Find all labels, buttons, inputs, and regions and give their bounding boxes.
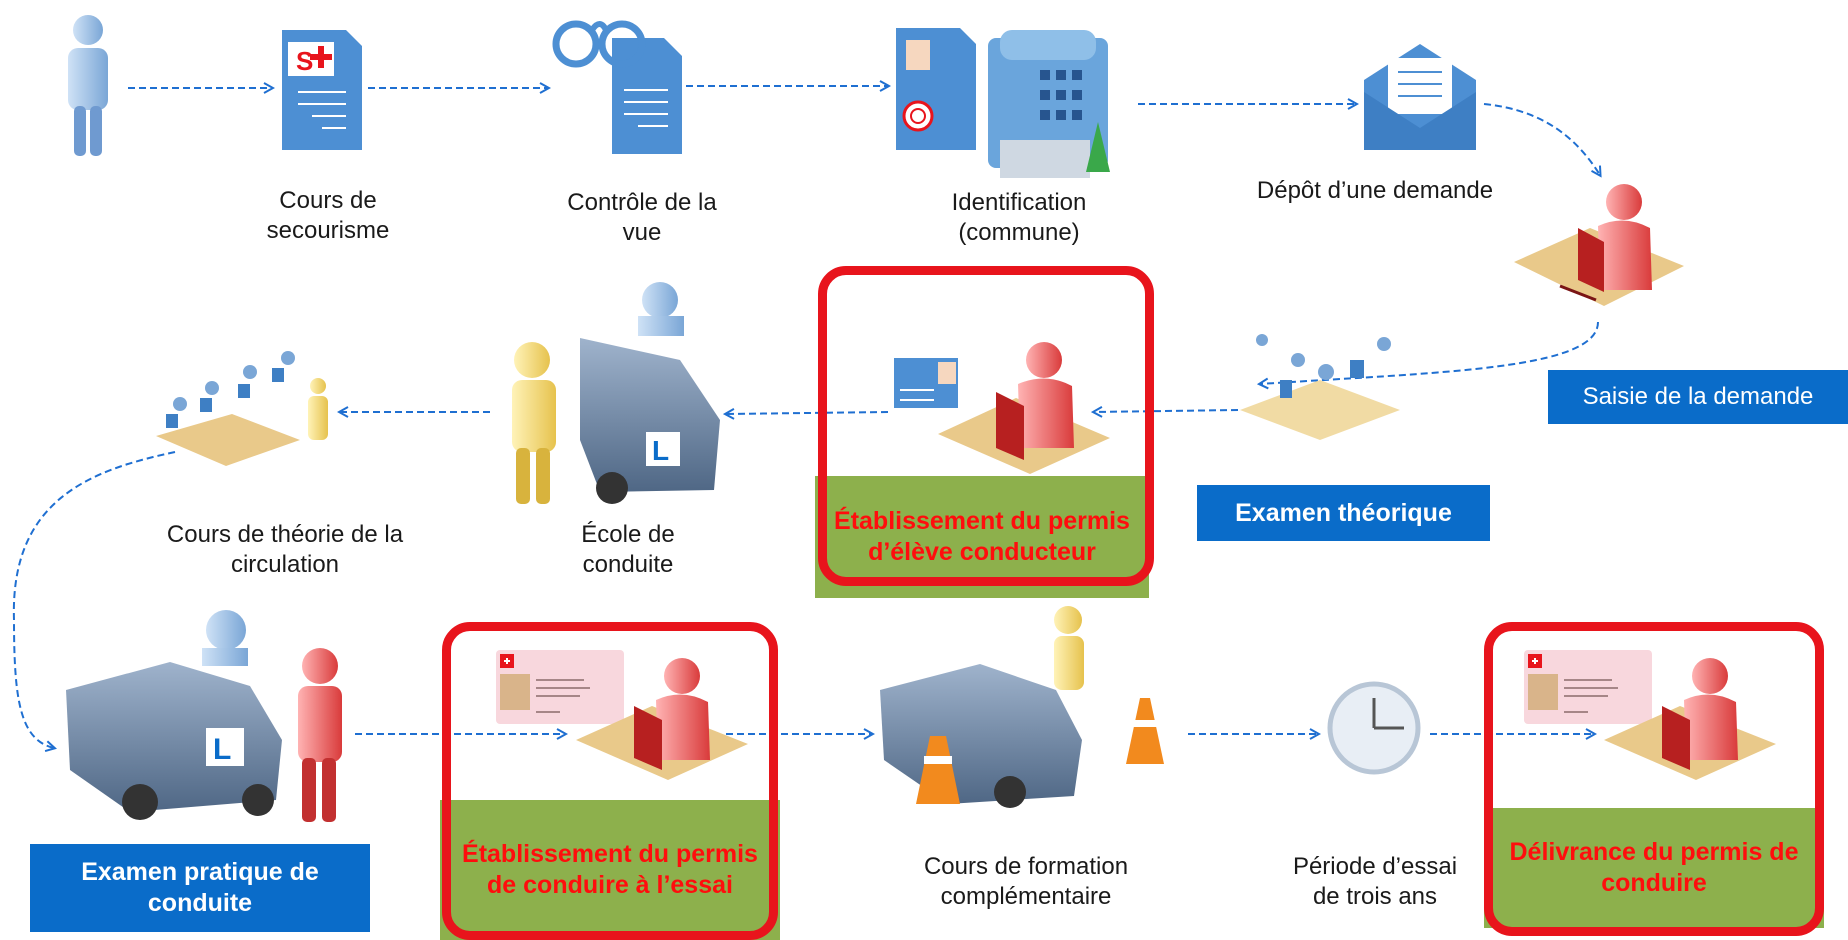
- clerk-at-computer-icon: [1514, 184, 1684, 306]
- arrow-learner-to-school: [726, 412, 889, 414]
- label-probation-period-line1: Période d’essai: [1292, 853, 1458, 880]
- first-aid-document-icon: S: [282, 30, 362, 150]
- label-driving-school-line2: conduite: [582, 551, 674, 578]
- clock-icon: [1327, 681, 1421, 775]
- highlight-probation-permit: [442, 622, 778, 940]
- label-traffic-theory: Cours de théorie de la circulation: [140, 520, 430, 580]
- envelope-icon: [1364, 44, 1476, 150]
- glasses-document-icon: [552, 20, 682, 154]
- box-practical-exam: Examen pratique de conduite: [30, 844, 370, 932]
- box-probation-permit-issue: Établissement du permis de conduire à l’…: [440, 800, 780, 940]
- svg-text:L: L: [213, 733, 231, 766]
- label-traffic-theory-line1: Cours de théorie de la: [166, 521, 404, 548]
- label-identification-line2: (commune): [958, 219, 1080, 246]
- box-license-delivery: Délivrance du permis de conduire: [1484, 808, 1824, 928]
- label-first-aid: Cours de secourisme: [266, 187, 390, 244]
- label-driving-school-line1: École de: [581, 521, 675, 548]
- label-probation-period-line2: de trois ans: [1312, 883, 1438, 910]
- learner-car-icon: L: [66, 610, 342, 822]
- highlight-learner-permit: [818, 266, 1154, 586]
- driving-license-card-icon: [1524, 650, 1652, 724]
- driving-license-card-icon: [496, 650, 624, 724]
- svg-text:L: L: [652, 435, 669, 466]
- label-further-training-line2: complémentaire: [940, 883, 1112, 910]
- learner-car-icon: [880, 606, 1084, 808]
- exam-candidates-icon: [156, 351, 328, 466]
- label-further-training: Cours de formation complémentaire: [876, 852, 1176, 912]
- clerk-at-computer-icon: [1604, 658, 1776, 780]
- label-traffic-theory-line2: circulation: [230, 551, 340, 578]
- box-theory-exam: Examen théorique: [1197, 485, 1490, 541]
- highlight-license-delivery: [1484, 622, 1824, 936]
- box-application-entry: Saisie de la demande: [1548, 370, 1848, 424]
- label-further-training-line1: Cours de formation: [923, 853, 1129, 880]
- arrow-theoryexam-to-learner: [1094, 410, 1239, 412]
- label-identification-line1: Identification: [951, 189, 1087, 216]
- label-identification: Identification (commune): [924, 188, 1114, 248]
- label-application-filing: Dépôt d’une demande: [1256, 177, 1494, 204]
- arrow-envelope-to-entry: [1483, 103, 1600, 175]
- commune-building-icon: [896, 28, 1110, 178]
- label-probation-period: Période d’essai de trois ans: [1270, 852, 1480, 912]
- clerk-at-computer-icon: [894, 342, 1110, 474]
- svg-text:S: S: [296, 46, 313, 76]
- label-eye-test: Contrôle de la vue: [567, 189, 717, 246]
- clerk-at-computer-icon: [576, 658, 748, 780]
- exam-candidates-icon: [1240, 334, 1400, 440]
- traffic-cone-icon: [916, 698, 1164, 804]
- label-driving-school: École de conduite: [548, 520, 708, 580]
- learner-car-icon: L: [512, 282, 720, 504]
- arrow-theory-to-practical: [12, 451, 176, 748]
- person-icon: [68, 15, 108, 156]
